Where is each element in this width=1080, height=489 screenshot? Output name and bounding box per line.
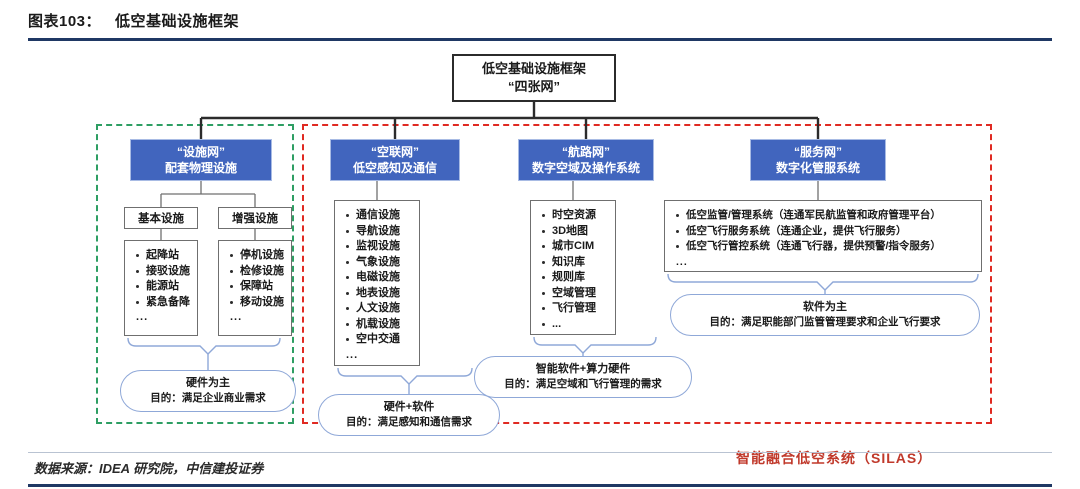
list-air-link-network: 通信设施 导航设施 监视设施 气象设施 电磁设施 地表设施 人文设施 机载设施 … — [334, 200, 420, 366]
net-box-title: “航路网” — [561, 144, 610, 159]
list-item: 规则库 — [541, 270, 611, 286]
list-item: 保障站 — [229, 279, 287, 295]
net-box-title: “服务网” — [793, 144, 842, 159]
bullet-list: 起降站 接驳设施 能源站 紧急备降 ... — [135, 248, 193, 326]
list-item: 知识库 — [541, 255, 611, 271]
list-item-more: ... — [136, 311, 149, 323]
source-note: 数据来源：IDEA 研究院，中信建投证券 — [34, 461, 264, 476]
list-service-network: 低空监管/管理系统（连通军民航监管和政府管理平台） 低空飞行服务系统（连通企业，… — [664, 200, 982, 272]
list-item: 电磁设施 — [345, 270, 415, 286]
bullet-list: 时空资源 3D地图 城市CIM 知识库 规则库 空域管理 飞行管理 ... — [541, 208, 611, 332]
list-item: 紧急备降 — [135, 295, 193, 311]
figure-header: 图表103： 低空基础设施框架 — [28, 10, 1052, 31]
net-box-air-link-network[interactable]: “空联网” 低空感知及通信 — [330, 139, 460, 181]
net-box-facility-network[interactable]: “设施网” 配套物理设施 — [130, 139, 272, 181]
list-item-more: ... — [230, 311, 243, 323]
net-box-service-network[interactable]: “服务网” 数字化管服系统 — [750, 139, 886, 181]
list-item: 地表设施 — [345, 286, 415, 302]
capsule-route-purpose: 智能软件+算力硬件 目的：满足空域和飞行管理的需求 — [474, 356, 692, 398]
sub-head-enhanced-facility: 增强设施 — [218, 207, 292, 229]
list-item: 起降站 — [135, 248, 193, 264]
capsule-subtitle: 目的：满足空域和飞行管理的需求 — [504, 378, 662, 391]
region-facility-network-dashed — [96, 124, 294, 424]
figure-number: 图表103： — [28, 13, 102, 30]
capsule-subtitle: 目的：满足职能部门监管管理要求和企业飞行要求 — [709, 316, 941, 329]
list-item: ... — [541, 317, 611, 333]
capsule-facility-purpose: 硬件为主 目的：满足企业商业需求 — [120, 370, 296, 412]
bullet-list: 低空监管/管理系统（连通军民航监管和政府管理平台） 低空飞行服务系统（连通企业，… — [675, 208, 977, 270]
net-box-title: “设施网” — [176, 144, 225, 159]
list-item-more: ... — [346, 348, 359, 361]
list-route-network: 时空资源 3D地图 城市CIM 知识库 规则库 空域管理 飞行管理 ... — [530, 200, 616, 335]
list-enhanced-facility: 停机设施 检修设施 保障站 移动设施 ... — [218, 240, 292, 336]
list-item: 低空飞行管控系统（连通飞行器，提供预警/指令服务） — [675, 239, 977, 255]
list-item: 通信设施 — [345, 208, 415, 224]
list-item: 停机设施 — [229, 248, 287, 264]
root-box-low-altitude-framework: 低空基础设施框架 “四张网” — [452, 54, 616, 102]
list-item: 飞行管理 — [541, 301, 611, 317]
net-box-subtitle: 数字化管服系统 — [775, 161, 860, 175]
list-item: 时空资源 — [541, 208, 611, 224]
list-item: 移动设施 — [229, 295, 287, 311]
root-line-1: 低空基础设施框架 — [481, 61, 586, 77]
list-item: 低空飞行服务系统（连通企业，提供飞行服务） — [675, 224, 977, 240]
capsule-subtitle: 目的：满足感知和通信需求 — [346, 416, 472, 429]
net-box-title: “空联网” — [370, 144, 419, 159]
list-item: 空域管理 — [541, 286, 611, 302]
net-box-subtitle: 低空感知及通信 — [352, 161, 437, 175]
figure-title-text: 低空基础设施框架 — [115, 13, 240, 30]
list-item: 低空监管/管理系统（连通军民航监管和政府管理平台） — [675, 208, 977, 224]
list-item: 监视设施 — [345, 239, 415, 255]
capsule-title: 硬件为主 — [186, 376, 230, 389]
list-item: 能源站 — [135, 279, 193, 295]
list-item: 检修设施 — [229, 264, 287, 280]
footer-divider-top — [28, 452, 1052, 453]
title-divider — [28, 38, 1052, 41]
list-item: 导航设施 — [345, 224, 415, 240]
capsule-subtitle: 目的：满足企业商业需求 — [150, 392, 266, 405]
list-item: 空中交通 — [345, 332, 415, 348]
footer-divider-bottom — [28, 484, 1052, 487]
region-silas-dashed — [302, 124, 992, 424]
silas-caption: 智能融合低空系统（SILAS） — [736, 450, 933, 466]
net-box-route-network[interactable]: “航路网” 数字空域及操作系统 — [518, 139, 654, 181]
page-title: 图表103： 低空基础设施框架 — [28, 10, 1052, 31]
net-box-subtitle: 配套物理设施 — [164, 161, 237, 175]
diagram-canvas: 低空基础设施框架 “四张网” “设施网” 配套物理设施 “空联网” 低空感知及通… — [0, 44, 1080, 466]
capsule-title: 硬件+软件 — [383, 400, 435, 413]
root-line-2: “四张网” — [507, 79, 560, 94]
bullet-list: 停机设施 检修设施 保障站 移动设施 ... — [229, 248, 287, 326]
sub-head-basic-facility: 基本设施 — [124, 207, 198, 229]
list-item: 机载设施 — [345, 317, 415, 333]
list-item: 人文设施 — [345, 301, 415, 317]
capsule-air-link-purpose: 硬件+软件 目的：满足感知和通信需求 — [318, 394, 500, 436]
list-item: 3D地图 — [541, 224, 611, 240]
list-item: 接驳设施 — [135, 264, 193, 280]
capsule-service-purpose: 软件为主 目的：满足职能部门监管管理要求和企业飞行要求 — [670, 294, 980, 336]
list-item-more: ... — [676, 255, 688, 268]
list-basic-facility: 起降站 接驳设施 能源站 紧急备降 ... — [124, 240, 198, 336]
bullet-list: 通信设施 导航设施 监视设施 气象设施 电磁设施 地表设施 人文设施 机载设施 … — [345, 208, 415, 363]
list-item: 气象设施 — [345, 255, 415, 271]
capsule-title: 智能软件+算力硬件 — [535, 362, 631, 375]
net-box-subtitle: 数字空域及操作系统 — [531, 161, 640, 175]
capsule-title: 软件为主 — [803, 300, 847, 313]
list-item: 城市CIM — [541, 239, 611, 255]
